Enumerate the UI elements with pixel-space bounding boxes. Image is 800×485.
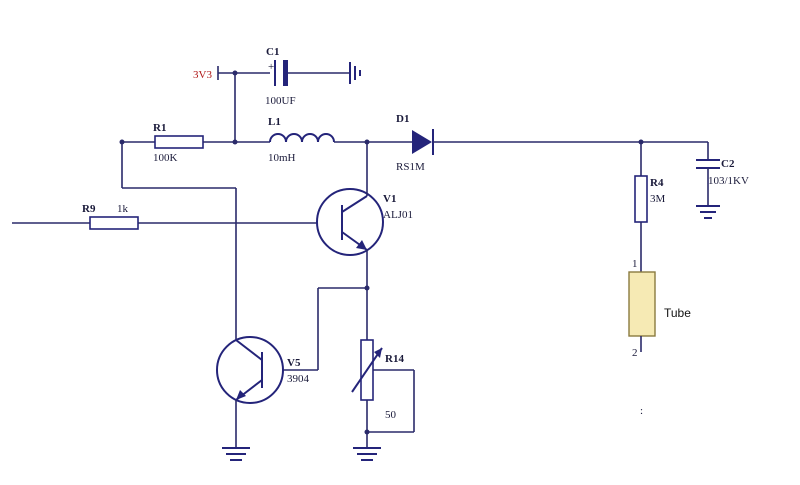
r14-value: 50 (385, 409, 397, 421)
supply-3v3-net (217, 66, 270, 142)
tube-pin2: 2 (632, 347, 638, 359)
v1-name: V1 (383, 193, 396, 205)
c1-plus: + (268, 61, 274, 73)
resistor-r9 (89, 216, 139, 230)
d1-value: RS1M (396, 161, 425, 173)
supply-label: 3V3 (193, 69, 212, 81)
r9-name: R9 (82, 203, 96, 215)
tube-pin1: 1 (632, 258, 638, 270)
c1-name: C1 (266, 46, 279, 58)
ground-symbol-r14 (353, 447, 381, 461)
inductor-l1 (269, 133, 335, 143)
r9-value: 1k (117, 203, 129, 215)
tube-label: Tube (664, 306, 691, 320)
transistor-v1 (316, 188, 384, 256)
c1-value: 100UF (265, 95, 296, 107)
l1-name: L1 (268, 116, 281, 128)
r4-name: R4 (650, 177, 664, 189)
d1-name: D1 (396, 113, 409, 125)
resistor-r4 (634, 175, 648, 223)
l1-value: 10mH (268, 152, 296, 164)
geiger-tube (628, 271, 656, 337)
resistor-r1 (154, 135, 204, 149)
ground-symbol-v5 (222, 447, 250, 461)
v5-name: V5 (287, 357, 301, 369)
v1-value: ALJ01 (383, 209, 413, 221)
capacitor-c1 (274, 60, 350, 86)
r1-value: 100K (153, 152, 178, 164)
ground-symbol-c2 (696, 205, 720, 219)
r1-name: R1 (153, 122, 166, 134)
c2-name: C2 (721, 158, 735, 170)
diode-d1 (412, 129, 434, 155)
capacitor-c2 (696, 142, 720, 206)
r4-value: 3M (650, 193, 666, 205)
c2-value: 103/1KV (708, 175, 749, 187)
stray-mark: : (640, 405, 643, 417)
v5-value: 3904 (287, 373, 310, 385)
r14-name: R14 (385, 353, 404, 365)
ground-symbol-top (349, 62, 361, 84)
transistor-v5 (216, 336, 284, 404)
